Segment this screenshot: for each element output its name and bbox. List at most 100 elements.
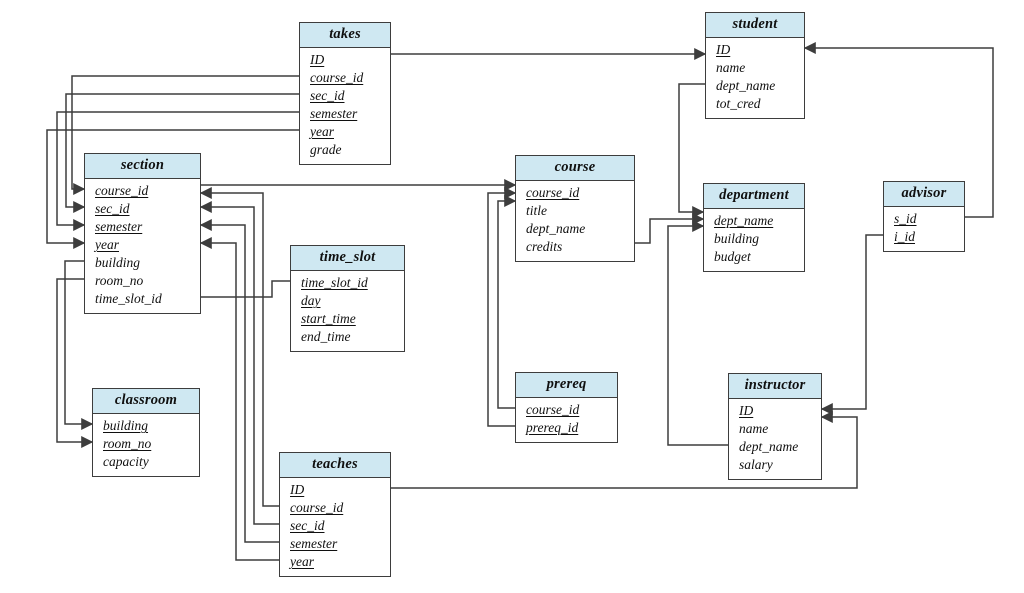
attr-label: sec_id xyxy=(95,201,130,216)
table-student-title: student xyxy=(706,13,804,38)
table-student-attributes: ID name dept_name tot_cred xyxy=(706,38,804,118)
attr-section-course-id: course_id xyxy=(85,182,200,200)
attr-teaches-sec-id: sec_id xyxy=(280,517,390,535)
attr-student-tot-cred: tot_cred xyxy=(706,95,804,113)
attr-label: building xyxy=(714,231,760,246)
attr-instructor-ID: ID xyxy=(729,402,821,420)
fk-line-prereq-course-id-to-course xyxy=(497,195,517,409)
attr-course-course-id: course_id xyxy=(516,184,634,202)
table-department: department dept_name building budget xyxy=(703,183,805,272)
attr-section-building: building xyxy=(85,254,200,272)
table-department-attributes: dept_name building budget xyxy=(704,209,804,271)
attr-label: year xyxy=(310,124,334,139)
attr-label: day xyxy=(301,293,321,308)
attr-label: semester xyxy=(95,219,143,234)
attr-label: ID xyxy=(739,403,754,418)
attr-label: dept_name xyxy=(526,221,586,236)
attr-section-room-no: room_no xyxy=(85,272,200,290)
attr-label: name xyxy=(716,60,746,75)
attr-label: dept_name xyxy=(716,78,776,93)
attr-time-slot-end-time: end_time xyxy=(291,328,404,346)
attr-label: sec_id xyxy=(310,88,345,103)
attr-teaches-year: year xyxy=(280,553,390,571)
attr-takes-year: year xyxy=(300,123,390,141)
attr-label: course_id xyxy=(290,500,344,515)
attr-course-credits: credits xyxy=(516,238,634,256)
attr-label: course_id xyxy=(95,183,149,198)
attr-teaches-semester: semester xyxy=(280,535,390,553)
attr-label: time_slot_id xyxy=(95,291,162,306)
attr-label: title xyxy=(526,203,547,218)
fk-line-teaches-semester-to-section xyxy=(199,219,279,543)
attr-course-title: title xyxy=(516,202,634,220)
table-teaches-attributes: ID course_id sec_id semester year xyxy=(280,478,390,576)
attr-classroom-building: building xyxy=(93,417,199,435)
attr-prereq-course-id: course_id xyxy=(516,401,617,419)
attr-label: ID xyxy=(716,42,731,57)
fk-line-teaches-sec-id-to-section xyxy=(199,201,279,525)
table-teaches-title: teaches xyxy=(280,453,390,478)
table-section-attributes: course_id sec_id semester year building room_… xyxy=(85,179,200,313)
attr-label: budget xyxy=(714,249,751,264)
table-course-title: course xyxy=(516,156,634,181)
attr-label: semester xyxy=(290,536,338,551)
attr-instructor-salary: salary xyxy=(729,456,821,474)
attr-label: name xyxy=(739,421,769,436)
attr-label: building xyxy=(103,418,149,433)
attr-advisor-s-id: s_id xyxy=(884,210,964,228)
fk-line-teaches-course-id-to-section xyxy=(199,187,279,507)
attr-instructor-dept-name: dept_name xyxy=(729,438,821,456)
attr-takes-course-id: course_id xyxy=(300,69,390,87)
attr-label: course_id xyxy=(526,402,580,417)
table-takes-title: takes xyxy=(300,23,390,48)
attr-label: ID xyxy=(290,482,305,497)
attr-takes-ID: ID xyxy=(300,51,390,69)
attr-label: i_id xyxy=(894,229,916,244)
fk-line-student-dept-to-department xyxy=(678,83,705,218)
attr-label: dept_name xyxy=(714,213,774,228)
fk-line-section-timeslot-to-time-slot xyxy=(201,280,290,298)
attr-label: course_id xyxy=(526,185,580,200)
fk-line-prereq-prereq-id-to-course xyxy=(487,187,517,427)
attr-label: year xyxy=(95,237,119,252)
attr-section-semester: semester xyxy=(85,218,200,236)
attr-label: course_id xyxy=(310,70,364,85)
fk-line-course-dept-to-department xyxy=(635,213,705,244)
attr-department-dept-name: dept_name xyxy=(704,212,804,230)
attr-label: dept_name xyxy=(739,439,799,454)
attr-time-slot-time-slot-id: time_slot_id xyxy=(291,274,404,292)
attr-classroom-room-no: room_no xyxy=(93,435,199,453)
fk-line-advisor-i-id-to-instructor xyxy=(820,234,883,415)
attr-department-budget: budget xyxy=(704,248,804,266)
table-department-title: department xyxy=(704,184,804,209)
attr-label: credits xyxy=(526,239,563,254)
attr-takes-sec-id: sec_id xyxy=(300,87,390,105)
attr-advisor-i-id: i_id xyxy=(884,228,964,246)
attr-label: end_time xyxy=(301,329,351,344)
attr-time-slot-start-time: start_time xyxy=(291,310,404,328)
table-time-slot-title: time_slot xyxy=(291,246,404,271)
attr-label: ID xyxy=(310,52,325,67)
attr-prereq-prereq-id: prereq_id xyxy=(516,419,617,437)
attr-label: room_no xyxy=(103,436,152,451)
table-prereq-attributes: course_id prereq_id xyxy=(516,398,617,442)
attr-label: time_slot_id xyxy=(301,275,368,290)
table-classroom-title: classroom xyxy=(93,389,199,414)
table-advisor-title: advisor xyxy=(884,182,964,207)
attr-label: year xyxy=(290,554,314,569)
attr-label: building xyxy=(95,255,141,270)
attr-section-sec-id: sec_id xyxy=(85,200,200,218)
attr-label: sec_id xyxy=(290,518,325,533)
